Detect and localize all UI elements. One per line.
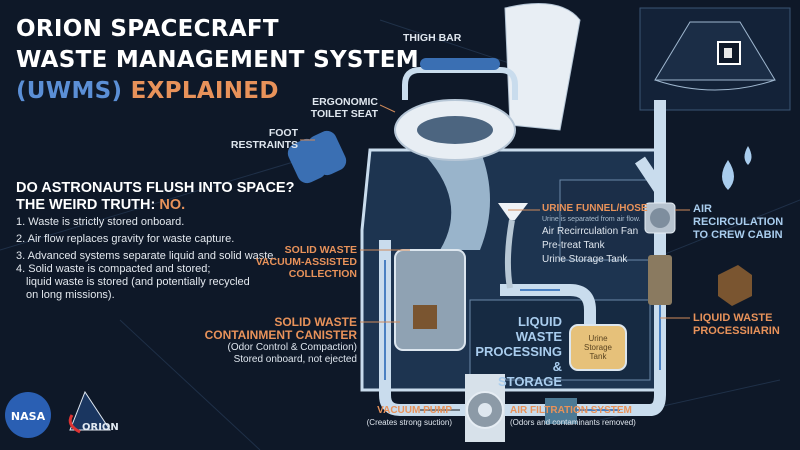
thigh-bar xyxy=(420,58,500,70)
label-foot-restraints: FOOT RESTRAINTS xyxy=(220,127,298,151)
title-line-1: ORION SPACECRAFT xyxy=(16,16,279,42)
label-line: COLLECTION xyxy=(288,268,357,280)
title-uwms: (UWMS) xyxy=(16,78,123,104)
label-line: SOLID WASTE xyxy=(274,315,357,329)
page-title: ORION SPACECRAFT WASTE MANAGEMENT SYSTEM… xyxy=(16,14,419,107)
label-vacuum-pump: VACUUM PUMP (Creates strong suction) xyxy=(340,404,452,429)
label-line: (Creates strong suction) xyxy=(366,418,452,427)
label-line: AIR FILTRATION SYSTEM xyxy=(510,405,632,416)
fact-item-continued: liquid waste is stored (and potentially … xyxy=(26,276,250,288)
air-pipe-loop xyxy=(379,100,666,416)
label-line: LIQUID WASTE xyxy=(515,314,562,344)
label-urine-tank: Urine Storage Tank xyxy=(570,334,626,361)
urine-storage-tank xyxy=(569,324,627,371)
urine-funnel-icon xyxy=(498,203,528,220)
liquid-waste-box-icon xyxy=(718,265,752,306)
fact-item: 4. Solid waste is compacted and stored; xyxy=(16,263,211,275)
label-urine-group: URINE FUNNEL/HOSE Urine is separated fro… xyxy=(542,203,648,267)
svg-text:ORION: ORION xyxy=(82,422,119,433)
fact-item-continued: on long missions). xyxy=(26,289,115,301)
air-filter-icon xyxy=(545,398,577,424)
title-line-3: (UWMS) EXPLAINED xyxy=(16,76,419,107)
label-solid-waste-collection: SOLID WASTE VACUUM-ASSISTED COLLECTION xyxy=(220,244,357,280)
label-urine-storage: Urine Storage Tank xyxy=(542,254,628,265)
vacuum-pump-icon xyxy=(465,374,505,442)
label-line: SOLID WASTE xyxy=(284,244,357,256)
label-line: (Odors and contaminants removed) xyxy=(510,418,636,427)
truth-prefix: THE WEIRD TRUTH: xyxy=(16,197,156,213)
label-liquid-waste-right: LIQUID WASTE PROCESSIIARIN xyxy=(693,312,780,338)
label-line: VACUUM-ASSISTED xyxy=(255,256,357,268)
label-urine-funnel-sub: Urine is separated from air flow. xyxy=(542,216,641,223)
label-line: AIR RECIRCULATION xyxy=(693,203,784,228)
fact-item: 2. Air flow replaces gravity for waste c… xyxy=(16,233,235,245)
label-containment-canister: SOLID WASTE CONTAINMENT CANISTER (Odor C… xyxy=(180,316,357,366)
question-line-1: DO ASTRONAUTS FLUSH INTO SPACE? xyxy=(16,180,295,196)
nasa-logo: NASA xyxy=(5,392,51,438)
collection-chute xyxy=(420,150,490,250)
svg-text:NASA: NASA xyxy=(11,410,46,423)
label-line: VACUUM PUMP xyxy=(377,405,452,416)
label-line: LIQUID WASTE xyxy=(693,312,773,324)
label-air-recirculation: AIR RECIRCULATION TO CREW CABIN xyxy=(693,203,800,242)
question-line-2: THE WEIRD TRUTH: NO. xyxy=(16,197,294,214)
label-line: TO CREW CABIN xyxy=(693,229,783,241)
solid-waste-canister xyxy=(394,249,466,351)
label-line: Urine xyxy=(588,334,608,343)
fact-item: 1. Waste is strictly stored onboard. xyxy=(16,216,185,228)
filter-cartridge xyxy=(648,255,672,305)
capsule-inset xyxy=(639,7,791,111)
label-line: Tank xyxy=(589,352,607,361)
label-line: ERGONOMIC xyxy=(312,96,378,108)
label-line: (Odor Control & Compaction) xyxy=(227,342,358,353)
label-line: TOILET SEAT xyxy=(310,108,378,120)
label-liquid-processing: LIQUID WASTE PROCESSING & STORAGE xyxy=(470,314,562,389)
toilet-illustration xyxy=(394,3,581,161)
label-line: Stored onboard, not ejected xyxy=(233,354,357,365)
label-line: PROCESSING & xyxy=(475,344,562,374)
facts-list: 1. Waste is strictly stored onboard. 2. … xyxy=(16,216,276,302)
air-recirculation-fan-icon xyxy=(644,202,676,234)
orion-logo: ORION xyxy=(68,390,119,434)
truth-answer: NO. xyxy=(159,197,186,213)
label-urine-funnel: URINE FUNNEL/HOSE xyxy=(542,203,648,214)
title-line-2: WASTE MANAGEMENT SYSTEM xyxy=(16,47,419,73)
label-toilet-seat: ERGONOMIC TOILET SEAT xyxy=(300,96,378,120)
question-heading: DO ASTRONAUTS FLUSH INTO SPACE? THE WEIR… xyxy=(16,180,294,214)
foot-restraints xyxy=(287,130,347,184)
label-air-fan: Air Recirrculation Fan xyxy=(542,226,639,237)
fact-item: 3. Advanced systems separate liquid and … xyxy=(16,250,277,262)
label-line: FOOT xyxy=(268,127,298,139)
water-drops-icon xyxy=(722,146,752,190)
urine-hose xyxy=(504,219,515,289)
label-line: Storage xyxy=(583,343,613,352)
label-line: RESTRAINTS xyxy=(230,139,298,151)
label-line: CONTAINMENT CANISTER xyxy=(204,328,357,342)
title-explained: EXPLAINED xyxy=(130,78,279,104)
label-line: PROCESSIIARIN xyxy=(693,325,780,337)
label-pretreat: Pre-treat Tank xyxy=(542,240,605,251)
label-air-filtration: AIR FILTRATION SYSTEM (Odors and contami… xyxy=(510,404,636,429)
label-thigh-bar: THIGH BAR xyxy=(403,32,462,44)
label-line: STORAGE xyxy=(497,374,562,389)
leader-lines xyxy=(300,104,690,323)
